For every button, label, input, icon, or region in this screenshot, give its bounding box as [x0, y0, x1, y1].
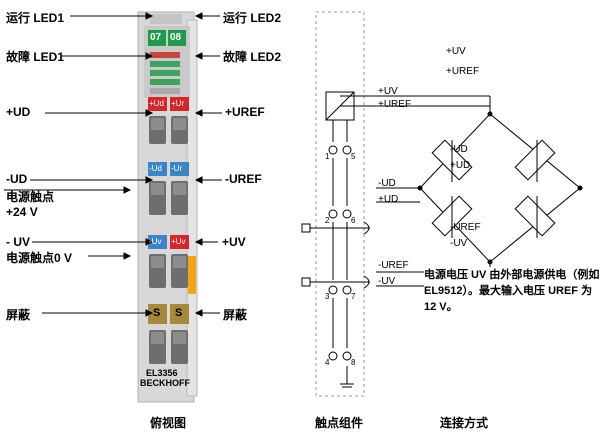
node-top: [487, 111, 493, 117]
led-green-4: [150, 79, 180, 85]
plate-s-left: [148, 304, 167, 324]
pin-1: 1: [325, 152, 330, 161]
pin-2: 2: [325, 216, 330, 225]
node-left: [417, 185, 423, 191]
led-gray-5: [150, 88, 180, 94]
left-leader-lines: [4, 12, 154, 317]
label-fault-led2: 故障 LED2: [223, 50, 282, 64]
plate-minus-ud-text: -Ud: [149, 164, 162, 173]
contact-right-spring-top: [363, 221, 370, 235]
orange-marker: [188, 256, 196, 294]
label-plus-24v: +24 V: [6, 205, 38, 219]
plate-minus-ur: [170, 162, 189, 176]
conn-minus-ud: -UD: [378, 178, 396, 189]
supply-note: 电源电压 UV 由外部电源供电（例如 EL9512）。最大输入电压 UREF 为…: [424, 267, 602, 315]
plate-plus-ud-text: +Ud: [149, 99, 164, 108]
pin-5: 5: [351, 152, 356, 161]
plate-plus-uv-text: +Uv: [171, 237, 186, 246]
led-08: [168, 30, 186, 46]
plate-plus-uv: [170, 235, 189, 249]
caption-contacts: 触点组件: [315, 416, 364, 430]
plate-minus-uv-text: -Uv: [149, 237, 162, 246]
plate-minus-uv: [148, 235, 167, 249]
conn-plus-uref: +UREF: [378, 99, 412, 110]
node-bottom: [487, 259, 493, 265]
contact-frame: [315, 11, 365, 397]
label-minus-ud: -UD: [6, 172, 28, 186]
label-plus-uv: +UV: [222, 235, 246, 249]
bridge-uv: -UV: [450, 238, 468, 249]
label-shield-right: 屏蔽: [223, 308, 248, 322]
plate-minus-ud: [148, 162, 167, 176]
pin-6: 6: [351, 216, 356, 225]
label-contact-0v: 电源触点0 V: [6, 251, 73, 265]
label-contact: 电源触点: [6, 190, 55, 204]
conn-minus-uref: -UREF: [378, 260, 409, 271]
pin-7: 7: [351, 292, 356, 301]
label-fault-led1: 故障 LED1: [6, 50, 65, 64]
caption-wiring: 连接方式: [440, 416, 489, 430]
node-right: [577, 185, 583, 191]
plate-s-right-text: S: [175, 307, 183, 319]
contact-right-spring-bottom: [363, 275, 370, 289]
contact-left-tab-top: [301, 223, 311, 233]
conn-plus-ud: +UD: [378, 194, 399, 205]
label-plus-ud: +UD: [6, 105, 31, 119]
label-shield-left: 屏蔽: [6, 308, 31, 322]
conn-top-uref: +UREF: [446, 66, 480, 77]
caption-top-view: 俯视图: [150, 416, 187, 430]
conn-plus-uv: +UV: [378, 86, 398, 97]
conn-top-uv: +UV: [446, 46, 466, 57]
bridge-wiring: [376, 95, 581, 287]
led-07: [148, 30, 166, 46]
contact-circuit: [308, 91, 376, 388]
contact-pins: [328, 145, 352, 361]
plate-s-right: [170, 304, 189, 324]
led-green-2: [150, 61, 180, 67]
bridge-uref: -UREF: [450, 222, 481, 233]
plate-minus-ur-text: -Ur: [171, 164, 183, 173]
bridge-minus-ud: -UD: [450, 144, 468, 155]
label-run-led2: 运行 LED2: [223, 11, 282, 25]
led-red-1: [150, 52, 180, 58]
bridge-plus-ud: +UD: [450, 160, 471, 171]
label-minus-uref: -UREF: [225, 172, 262, 186]
conn-minus-uv: -UV: [378, 276, 396, 287]
brand-text: BECKHOFF: [140, 378, 190, 388]
label-minus-uv: - UV: [6, 235, 30, 249]
led-green-3: [150, 70, 180, 76]
led-08-text: 08: [170, 32, 182, 43]
label-plus-uref: +UREF: [225, 105, 265, 119]
right-leader-lines: [194, 12, 222, 317]
pin-8: 8: [351, 358, 356, 367]
top-latch: [150, 14, 182, 24]
plate-s-left-text: S: [153, 307, 161, 319]
plate-plus-ur: [170, 97, 189, 111]
plate-plus-ur-text: +Ur: [171, 99, 185, 108]
label-run-led1: 运行 LED1: [6, 11, 65, 25]
led-07-text: 07: [150, 32, 162, 43]
pin-3: 3: [325, 292, 330, 301]
pin-4: 4: [325, 358, 330, 367]
plate-plus-ud: [148, 97, 167, 111]
model-text: EL3356: [146, 368, 178, 378]
contact-left-tab-bottom: [301, 277, 311, 287]
gauge-arrows: [451, 140, 538, 238]
